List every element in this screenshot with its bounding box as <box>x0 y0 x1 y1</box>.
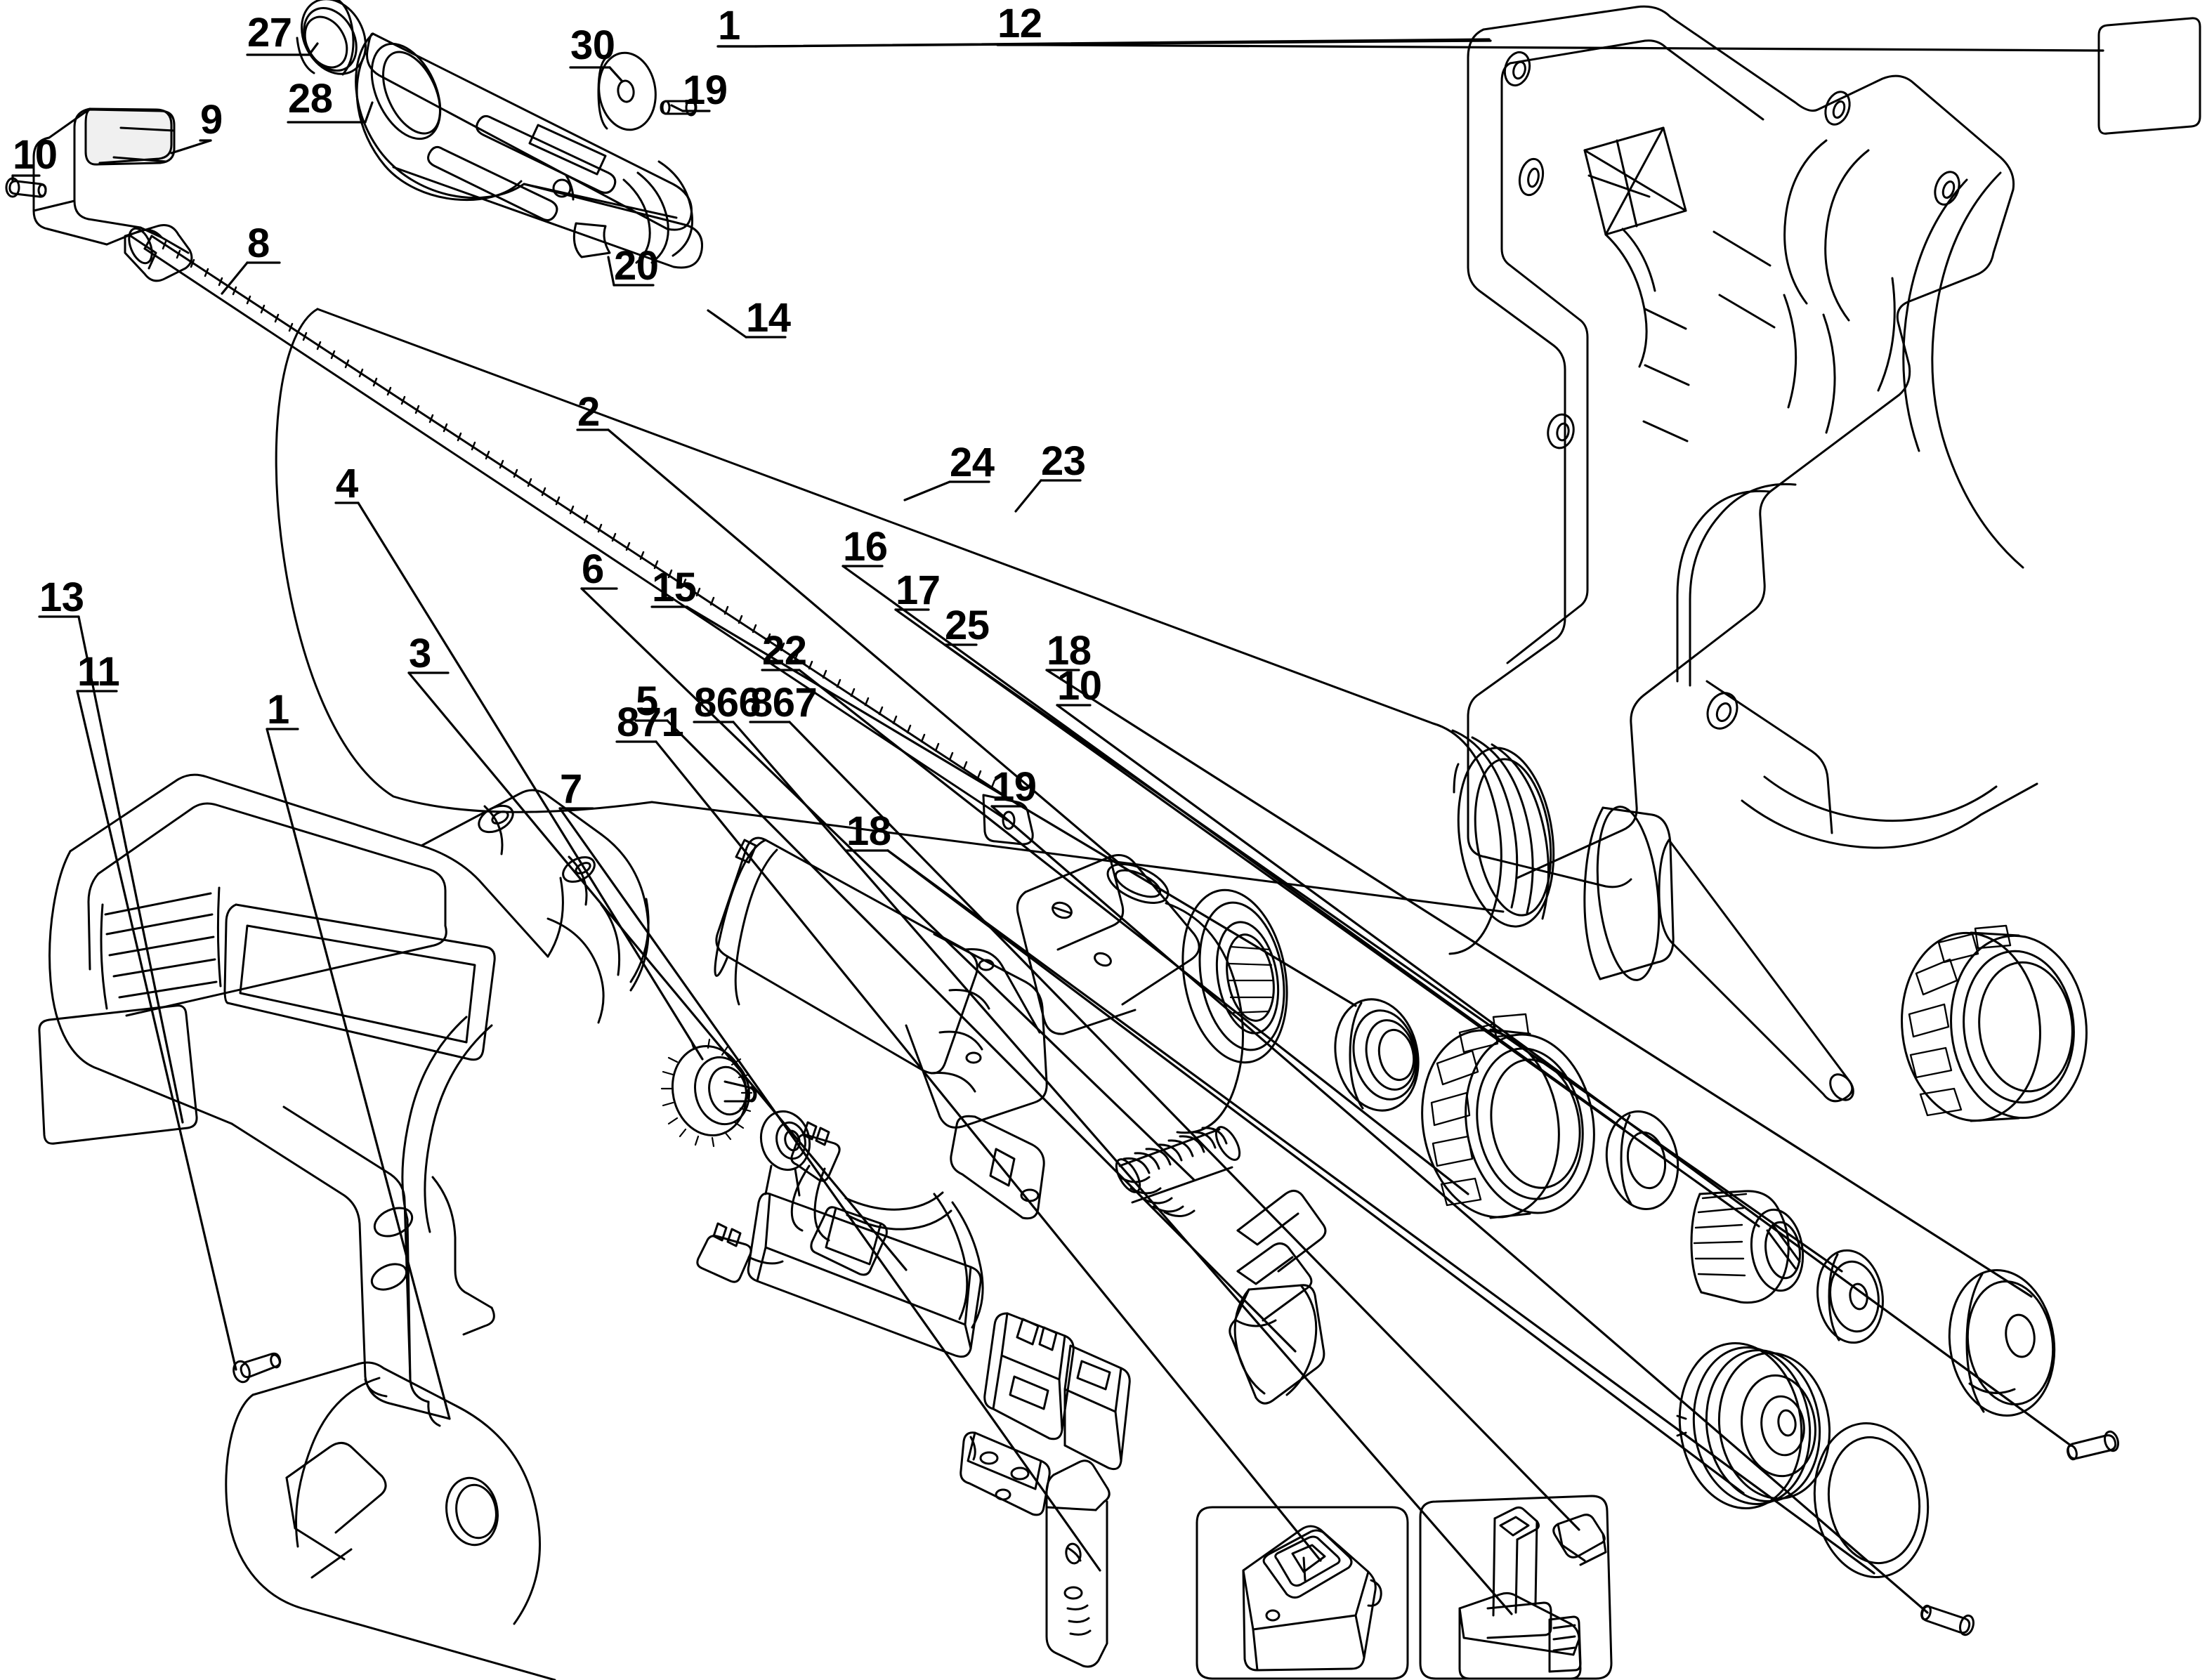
callout-7: 7 <box>560 766 582 812</box>
part-23-retaining-nut <box>1901 924 2088 1122</box>
part-18-plunger-plate-right <box>1948 1268 2056 1417</box>
callout-871: 871 <box>617 700 684 745</box>
part-10-screw-right <box>2067 1430 2119 1461</box>
callout-28: 28 <box>288 76 333 122</box>
part-17-threaded-bushing <box>1690 1190 1805 1304</box>
callout-1-bottom: 1 <box>267 687 289 733</box>
part-10-screw-top <box>5 177 47 198</box>
callout-6: 6 <box>582 546 604 592</box>
part-11-screw <box>233 1352 282 1384</box>
leader-lines <box>11 39 2104 1615</box>
part-30-plunger-disc <box>597 51 657 131</box>
part-4-clutch-collar <box>660 1038 757 1148</box>
callout-30: 30 <box>570 22 615 68</box>
part-1-tool-body-left <box>48 773 650 1680</box>
callout-10-top: 10 <box>13 132 58 178</box>
part-9-plunger-rod-handle <box>32 107 193 282</box>
part-19-screw-bottom <box>1920 1604 1974 1636</box>
part-8-toothed-plunger-rack <box>143 235 1034 846</box>
callout-19-bottom: 19 <box>992 764 1037 810</box>
callout-18-right: 18 <box>1047 628 1092 674</box>
part-6-compression-spring <box>1115 1126 1241 1217</box>
callout-20: 20 <box>614 243 659 289</box>
part-18-plunger-plate-bottom <box>1676 1342 1930 1578</box>
part-28-carriage-half-shell <box>355 32 703 269</box>
part-27-seal-ring <box>296 0 367 76</box>
callout-11: 11 <box>77 649 120 695</box>
part-25-seal-washer <box>1816 1249 1884 1344</box>
part-16-washer <box>1605 1110 1679 1210</box>
callout-22: 22 <box>762 628 807 674</box>
callout-18-bottom: 18 <box>846 808 891 854</box>
part-3-control-module-pcb <box>696 1110 1131 1516</box>
callout-5: 5 <box>636 678 658 724</box>
callout-17: 17 <box>896 567 941 613</box>
callout-8: 8 <box>247 221 270 266</box>
part-866-867-battery-pack <box>1419 1495 1613 1680</box>
callout-14: 14 <box>746 295 791 341</box>
part-871-battery-charger <box>1196 1506 1409 1680</box>
part-2-gear-case-assembly <box>714 836 1288 1220</box>
callout-23: 23 <box>1041 438 1086 484</box>
callout-9: 9 <box>200 97 223 143</box>
callout-13: 13 <box>39 575 84 620</box>
part-19-screw-top <box>660 98 698 117</box>
part-15-o-ring-seal <box>1334 998 1420 1112</box>
part-22-collar-nut <box>1421 1013 1595 1219</box>
callout-4: 4 <box>336 461 358 506</box>
part-12-nameplate-label <box>2097 17 2201 135</box>
callout-25: 25 <box>945 603 990 648</box>
part-7-trigger-lever <box>1045 1459 1111 1668</box>
callout-24: 24 <box>950 440 995 485</box>
leader-line-stubs <box>754 38 1491 48</box>
callout-3: 3 <box>409 631 431 676</box>
callout-867: 867 <box>750 680 818 726</box>
callout-15: 15 <box>652 565 697 610</box>
callout-19-top: 19 <box>683 67 728 113</box>
part-13-warning-label <box>38 1004 198 1145</box>
callout-2: 2 <box>577 389 600 435</box>
part-24-nozzle-cone <box>1583 806 1854 1103</box>
part-5-trigger-shoe <box>1229 1190 1327 1405</box>
callout-16: 16 <box>843 524 888 570</box>
part-1-housing-clamshell-right <box>1467 5 2038 888</box>
callout-10-right: 10 <box>1057 663 1102 709</box>
callout-12: 12 <box>997 1 1042 46</box>
callout-27: 27 <box>247 10 292 55</box>
callout-866: 866 <box>694 680 761 726</box>
callout-1-top: 1 <box>718 3 740 48</box>
